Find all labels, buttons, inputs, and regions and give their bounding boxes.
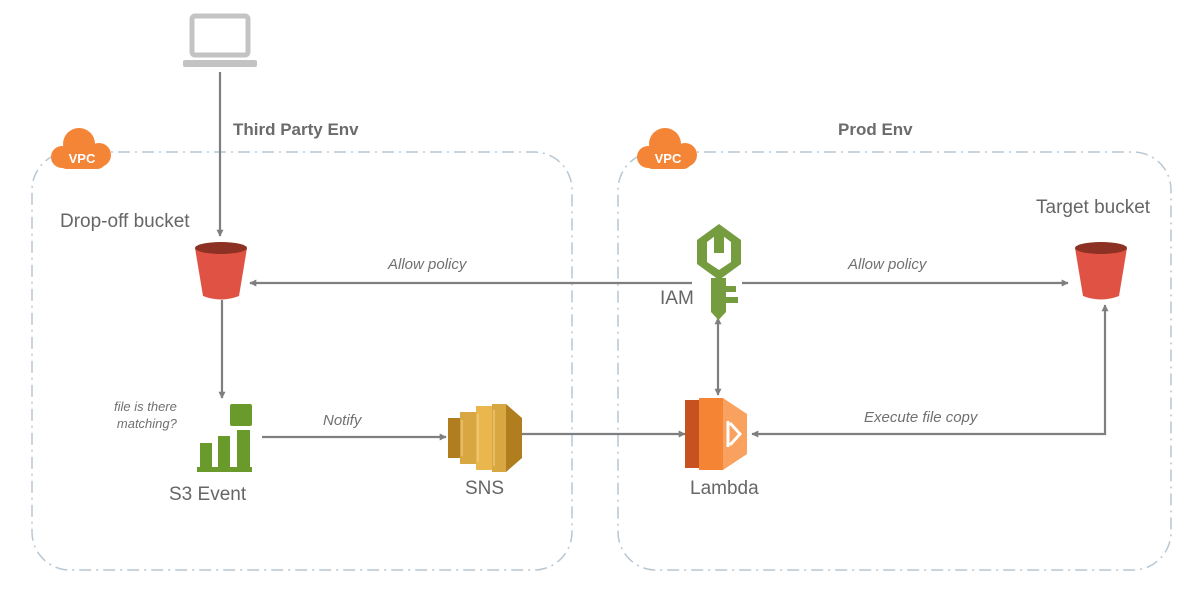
lambda-icon [685,398,747,470]
sns-icon [448,404,522,472]
dropoff-bucket-label: Drop-off bucket [60,211,190,232]
iam-key-icon [697,224,741,320]
s3-event-label: S3 Event [169,484,247,505]
edge-label-allow-policy-right: Allow policy [848,256,927,273]
s3-event-note: file is there matching? [114,398,177,432]
prod-env-title: Prod Env [838,120,913,139]
target-bucket-icon [1075,242,1127,300]
vpc-badge-text: VPC [69,151,96,166]
target-bucket-label: Target bucket [1036,197,1151,218]
prod-vpc-boundary [617,151,1172,571]
iam-label: IAM [660,288,694,309]
s3-event-note-line2: matching? [116,416,177,431]
vpc-cloud-icon-third-party: VPC [51,128,111,169]
vpc-badge-text: VPC [655,151,682,166]
edge-label-notify: Notify [323,412,362,429]
s3-event-note-line1: file is there [114,399,177,414]
sns-label: SNS [465,478,505,499]
edge-label-execute-file-copy: Execute file copy [864,409,978,426]
arrow-target-to-lambda [751,304,1109,438]
dropoff-bucket-icon [195,242,247,300]
edge-label-allow-policy-left: Allow policy [388,256,467,273]
vpc-cloud-icon-prod: VPC [637,128,697,169]
lambda-label: Lambda [690,478,759,499]
s3-event-icon [197,404,252,472]
laptop-icon [183,13,257,67]
third-party-env-title: Third Party Env [233,120,359,139]
third-party-vpc-boundary [31,151,573,571]
